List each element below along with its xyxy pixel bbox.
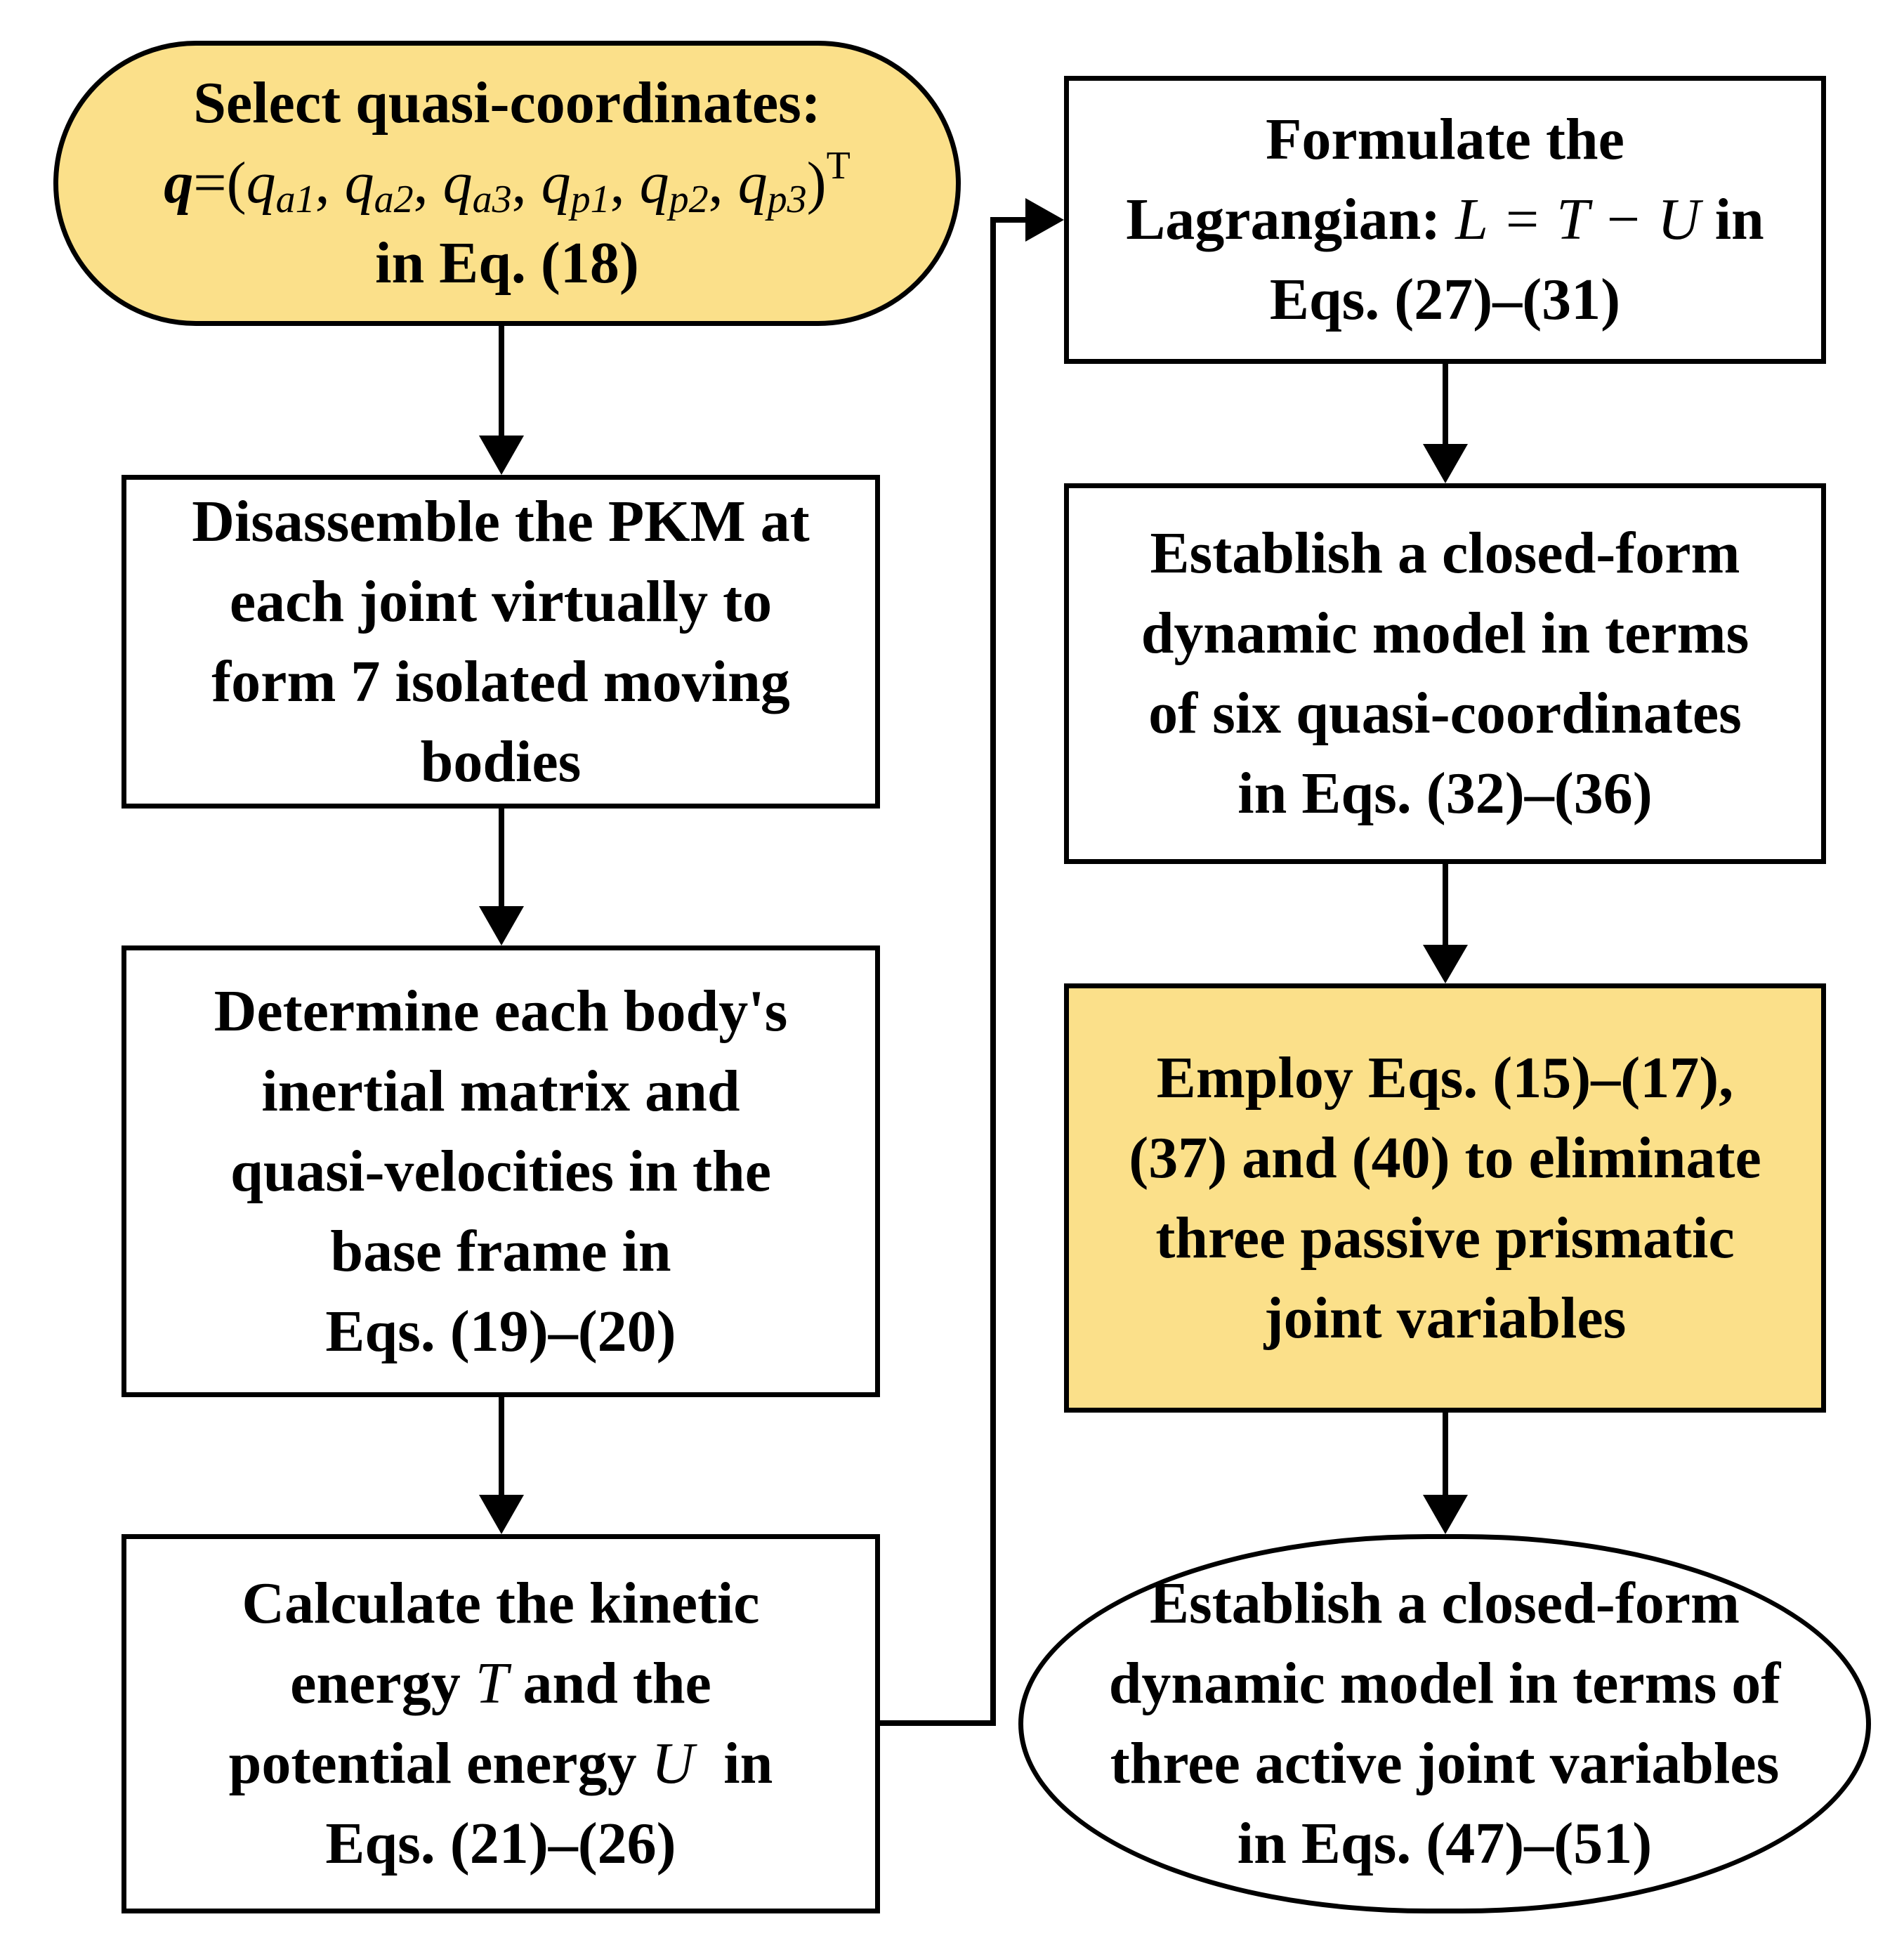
calculate-line-4: Eqs. (21)–(26) bbox=[325, 1811, 676, 1876]
arrowhead-determine bbox=[479, 906, 524, 945]
disassemble-line: form 7 isolated moving bbox=[211, 648, 790, 714]
employ-line: Employ Eqs. (15)–(17), bbox=[1156, 1045, 1734, 1111]
formulate-line-3: Eqs. (27)–(31) bbox=[1269, 267, 1621, 332]
node-establish-six-quasi: Establish a closed-form dynamic model in… bbox=[1064, 483, 1826, 864]
arrowhead-disassemble bbox=[479, 436, 524, 475]
establish3-line: dynamic model in terms of bbox=[1108, 1651, 1781, 1716]
disassemble-line: bodies bbox=[420, 728, 582, 794]
node-determine: Determine each body's inertial matrix an… bbox=[122, 945, 880, 1397]
establish6-line: Establish a closed-form bbox=[1150, 521, 1740, 586]
select-line-1: Select quasi-coordinates: bbox=[193, 70, 821, 136]
establish3-line: in Eqs. (47)–(51) bbox=[1237, 1811, 1653, 1876]
establish6-line: of six quasi-coordinates bbox=[1148, 681, 1742, 746]
disassemble-line: each joint virtually to bbox=[229, 568, 773, 634]
node-employ-eliminate: Employ Eqs. (15)–(17), (37) and (40) to … bbox=[1064, 983, 1826, 1413]
employ-line: (37) and (40) to eliminate bbox=[1129, 1125, 1761, 1191]
establish3-line: three active joint variables bbox=[1110, 1731, 1780, 1796]
calculate-line-3: potential energy U in bbox=[228, 1731, 773, 1796]
arrowhead-calculate bbox=[479, 1495, 524, 1534]
select-formula: q=(qa1, qa2, qa3, qp1, qp2, qp3)T bbox=[164, 144, 851, 221]
node-disassemble: Disassemble the PKM at each joint virtua… bbox=[122, 475, 880, 809]
arrowhead-establish6 bbox=[1423, 444, 1468, 483]
arrowhead-formulate bbox=[1025, 198, 1064, 242]
determine-line: quasi-velocities in the bbox=[230, 1138, 771, 1204]
establish6-line: dynamic model in terms bbox=[1141, 601, 1749, 666]
employ-line: three passive prismatic bbox=[1155, 1205, 1735, 1271]
node-establish-three-active: Establish a closed-form dynamic model in… bbox=[1018, 1534, 1871, 1913]
establish6-line: in Eqs. (32)–(36) bbox=[1237, 761, 1653, 826]
formulate-line-2: Lagrangian: L = T − U in bbox=[1126, 187, 1764, 252]
determine-line: inertial matrix and bbox=[261, 1058, 740, 1124]
arrow-calculate-to-formulate bbox=[879, 217, 1025, 1726]
determine-line: Determine each body's bbox=[214, 978, 788, 1044]
determine-line: Eqs. (19)–(20) bbox=[325, 1298, 676, 1364]
calculate-line-1: Calculate the kinetic bbox=[242, 1571, 760, 1636]
formulate-line-1: Formulate the bbox=[1266, 107, 1624, 172]
establish3-line: Establish a closed-form bbox=[1149, 1571, 1740, 1636]
calculate-line-2: energy T and the bbox=[290, 1651, 711, 1716]
arrowhead-establish3 bbox=[1423, 1495, 1468, 1534]
disassemble-line: Disassemble the PKM at bbox=[192, 488, 810, 554]
employ-line: joint variables bbox=[1263, 1285, 1627, 1351]
node-formulate-lagrangian: Formulate the Lagrangian: L = T − U in E… bbox=[1064, 76, 1826, 364]
node-calculate: Calculate the kinetic energy T and the p… bbox=[122, 1534, 880, 1913]
select-line-3: in Eq. (18) bbox=[375, 230, 639, 296]
arrowhead-employ bbox=[1423, 945, 1468, 983]
node-select-quasi-coordinates: Select quasi-coordinates: q=(qa1, qa2, q… bbox=[53, 41, 961, 326]
determine-line: base frame in bbox=[330, 1218, 671, 1284]
